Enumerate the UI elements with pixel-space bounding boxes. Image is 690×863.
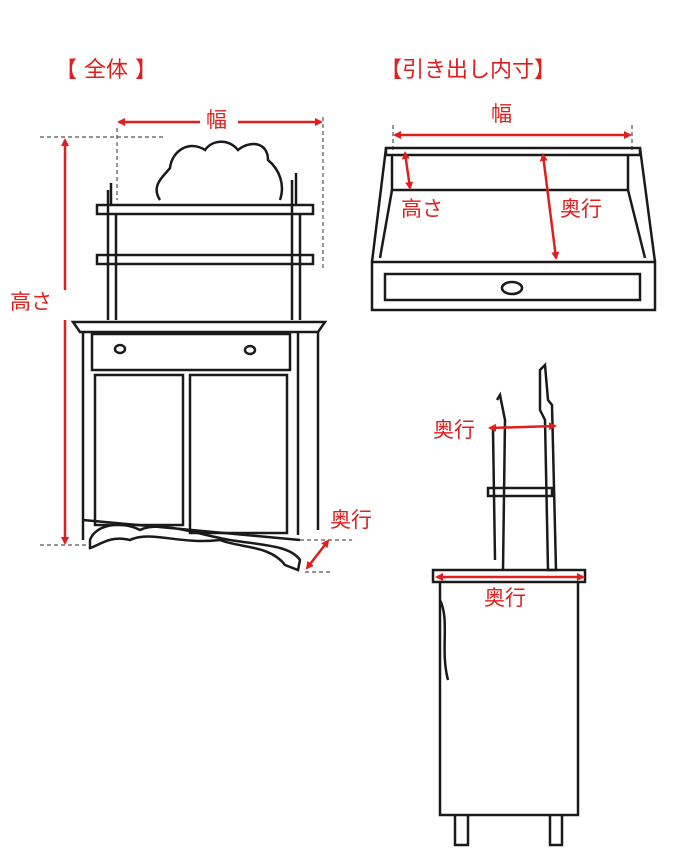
overall-depth-label: 奥行 bbox=[330, 508, 372, 532]
overall-width-label: 幅 bbox=[206, 108, 227, 132]
drawer-height-label: 高さ bbox=[401, 197, 443, 221]
side-top-depth-label: 奥行 bbox=[484, 586, 526, 610]
side-shelf-depth-label: 奥行 bbox=[433, 418, 475, 442]
side-cabinet-drawing bbox=[431, 362, 587, 847]
drawer-drawing bbox=[370, 146, 657, 312]
drawer-depth-label: 奥行 bbox=[560, 197, 602, 221]
front-cabinet-drawing bbox=[70, 140, 328, 572]
drawer-title: 【引き出し内寸】 bbox=[380, 58, 557, 83]
overall-title: 【 全体 】 bbox=[55, 58, 157, 83]
overall-height-label: 高さ bbox=[10, 290, 52, 314]
guide-lines bbox=[40, 117, 633, 573]
dimension-arrows bbox=[61, 118, 632, 581]
drawer-width-label: 幅 bbox=[491, 102, 512, 126]
